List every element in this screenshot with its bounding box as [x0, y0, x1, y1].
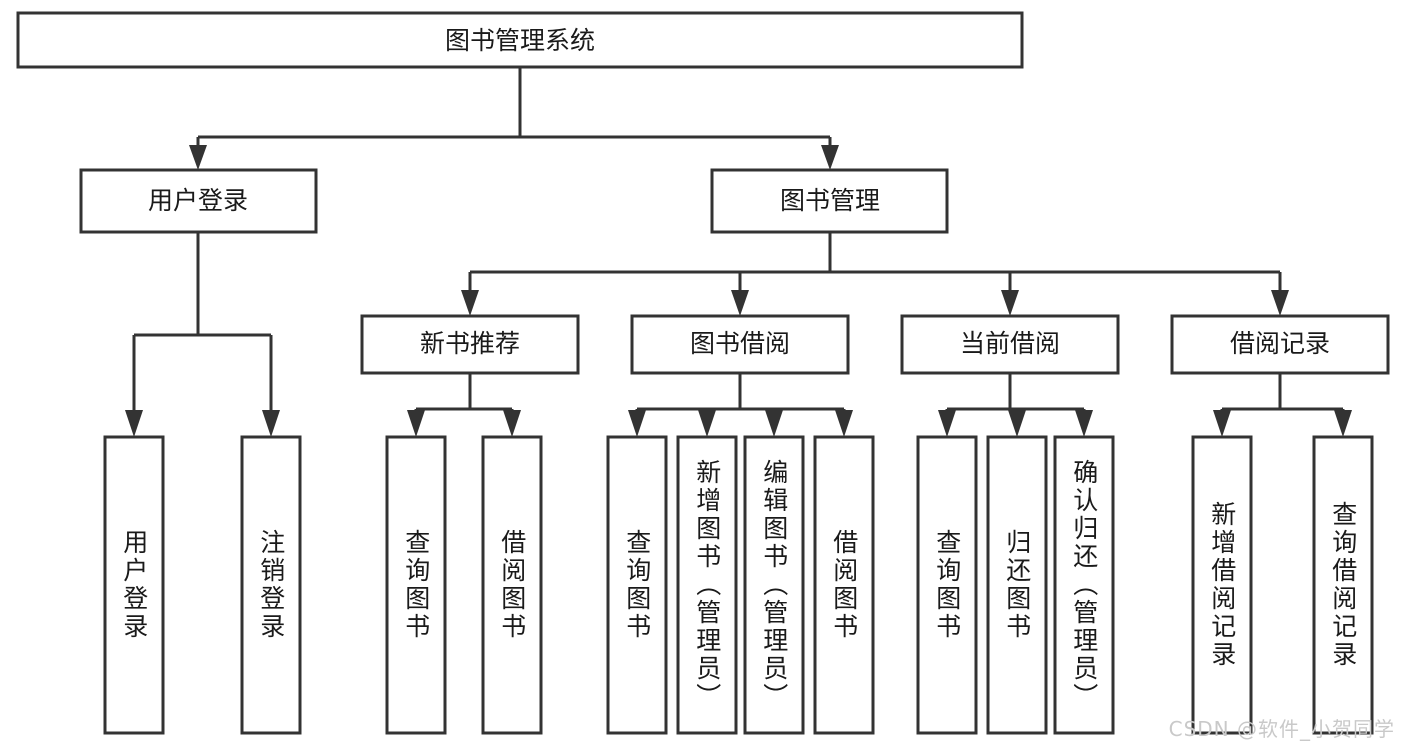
- node-root[interactable]: 图书管理系统: [16, 11, 1024, 69]
- node-box-leaf-borrow-book-2[interactable]: [813, 435, 875, 735]
- arrow-head-leaf-confirm-return: [1075, 410, 1093, 437]
- arrow-head-leaf-query-book-2: [628, 410, 646, 437]
- arrow-head-book-manage: [821, 145, 839, 170]
- arrow-head-user-login: [189, 145, 207, 170]
- arrow-head-leaf-edit-book: [765, 410, 783, 437]
- arrow-head-book-borrow: [731, 290, 749, 316]
- node-user-login[interactable]: 用户登录: [79, 168, 318, 234]
- node-box-new-book-recommend[interactable]: [360, 314, 580, 375]
- node-box-book-borrow[interactable]: [630, 314, 850, 375]
- node-book-borrow[interactable]: 图书借阅: [630, 314, 850, 375]
- node-box-leaf-confirm-return[interactable]: [1053, 435, 1115, 735]
- node-label-new-book-recommend: 新书推荐: [420, 329, 520, 358]
- connector-group-new-book-recommend: [407, 373, 521, 437]
- connector-group-book-manage: [461, 232, 1289, 316]
- node-new-book-recommend[interactable]: 新书推荐: [360, 314, 580, 375]
- arrow-head-leaf-borrow-book-2: [835, 410, 853, 437]
- arrow-head-leaf-user-login: [125, 410, 143, 437]
- node-box-user-login[interactable]: [79, 168, 318, 234]
- leaf-boxes: [103, 435, 1374, 735]
- node-box-root[interactable]: [16, 11, 1024, 69]
- node-label-user-login: 用户登录: [148, 186, 248, 215]
- node-box-leaf-user-logout[interactable]: [240, 435, 302, 735]
- node-book-manage[interactable]: 图书管理: [710, 168, 949, 234]
- node-box-leaf-add-book[interactable]: [676, 435, 738, 735]
- arrow-head-leaf-add-book: [698, 410, 716, 437]
- node-box-leaf-add-record[interactable]: [1191, 435, 1253, 735]
- connector-group-book-borrow: [628, 373, 853, 437]
- node-box-borrow-record[interactable]: [1170, 314, 1390, 375]
- node-current-borrow[interactable]: 当前借阅: [900, 314, 1120, 375]
- arrow-head-new-book-recommend: [461, 290, 479, 316]
- node-label-root: 图书管理系统: [445, 26, 595, 55]
- node-label-current-borrow: 当前借阅: [960, 329, 1060, 358]
- node-box-leaf-query-book-2[interactable]: [606, 435, 668, 735]
- node-box-leaf-borrow-book-1[interactable]: [481, 435, 543, 735]
- node-box-leaf-query-book-3[interactable]: [916, 435, 978, 735]
- connector-group-user-login: [125, 232, 280, 437]
- node-borrow-record[interactable]: 借阅记录: [1170, 314, 1390, 375]
- arrow-head-leaf-user-logout: [262, 410, 280, 437]
- node-box-leaf-query-record[interactable]: [1312, 435, 1374, 735]
- arrow-head-leaf-query-book-3: [938, 410, 956, 437]
- node-box-leaf-return-book[interactable]: [986, 435, 1048, 735]
- node-box-leaf-user-login[interactable]: [103, 435, 165, 735]
- node-box-leaf-query-book-1[interactable]: [385, 435, 447, 735]
- arrow-head-leaf-return-book: [1008, 410, 1026, 437]
- arrow-head-borrow-record: [1271, 290, 1289, 316]
- node-label-book-manage: 图书管理: [780, 186, 880, 215]
- connector-group-current-borrow: [938, 373, 1093, 437]
- node-box-book-manage[interactable]: [710, 168, 949, 234]
- node-box-current-borrow[interactable]: [900, 314, 1120, 375]
- arrow-head-leaf-query-book-1: [407, 410, 425, 437]
- arrow-head-current-borrow: [1001, 290, 1019, 316]
- connector-group-borrow-record: [1213, 373, 1352, 437]
- connector-group-root: [189, 67, 839, 170]
- arrow-head-leaf-add-record: [1213, 410, 1231, 437]
- node-box-leaf-edit-book[interactable]: [743, 435, 805, 735]
- watermark-text: CSDN @软件_小贺同学: [1168, 717, 1395, 741]
- node-label-borrow-record: 借阅记录: [1230, 329, 1330, 358]
- arrow-head-leaf-query-record: [1334, 410, 1352, 437]
- node-label-book-borrow: 图书借阅: [690, 329, 790, 358]
- arrow-head-leaf-borrow-book-1: [503, 410, 521, 437]
